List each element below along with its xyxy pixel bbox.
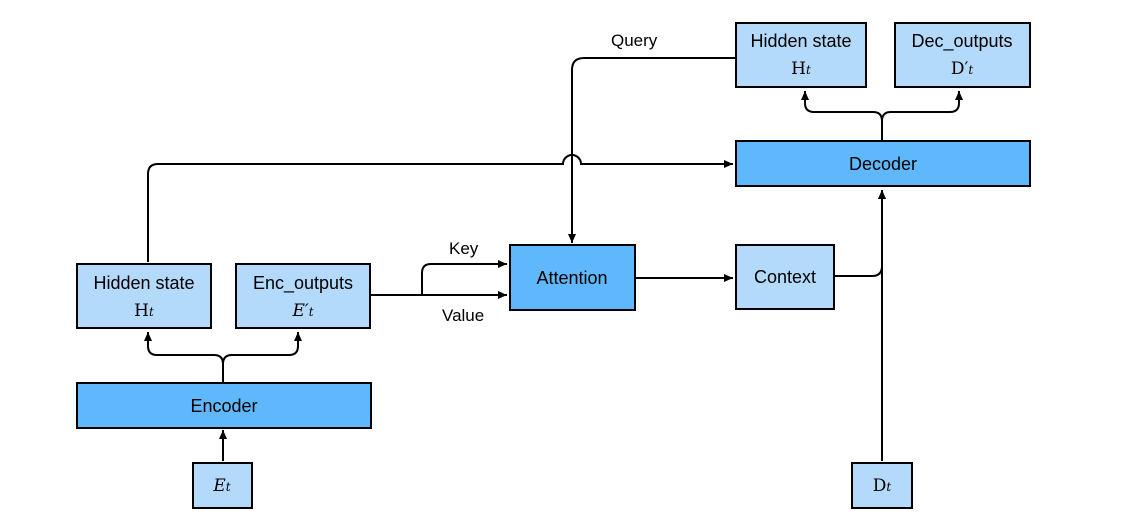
edge-context-to-decoder [835, 190, 886, 277]
decoder-box [735, 140, 1031, 187]
enc-hidden-state-box [76, 263, 212, 329]
dec-outputs-symbol: D′t [951, 59, 974, 79]
dec-input-symbol: Dt [873, 476, 892, 496]
enc-hidden-state-symbol: Ht [134, 301, 154, 321]
enc-input-symbol: Et [212, 476, 230, 496]
edge-decoder-to-dec-outputs [881, 91, 963, 122]
edge-enc-hidden-to-decoder [147, 154, 733, 262]
context-label: Context [754, 267, 816, 287]
query-label: Query [611, 31, 658, 50]
context-box [735, 244, 835, 310]
connectors [144, 57, 963, 461]
nodes [76, 22, 1031, 509]
dec-hidden-state-label: Hidden state [750, 31, 851, 51]
enc-outputs-box [235, 263, 371, 329]
decoder-label: Decoder [849, 154, 917, 174]
dec-outputs-label: Dec_outputs [911, 31, 1012, 52]
edge-encoder-to-enc-hidden [144, 332, 224, 383]
enc-input-box [192, 462, 253, 509]
edge-key [421, 260, 507, 295]
value-label: Value [442, 306, 484, 325]
dec-hidden-state-box [735, 22, 867, 88]
dec-hidden-state-symbol: Ht [791, 59, 811, 79]
key-label: Key [449, 239, 479, 258]
attention-box [509, 244, 636, 311]
edge-query [568, 57, 736, 243]
enc-outputs-label: Enc_outputs [253, 273, 353, 294]
enc-outputs-symbol: E′t [291, 301, 313, 321]
node-labels: Encoder Decoder Attention Context Hidden… [93, 31, 1012, 496]
encoder-box [76, 382, 372, 429]
dec-input-box [851, 462, 913, 509]
edge-encoder-to-enc-outputs [222, 332, 302, 365]
dec-outputs-box [894, 22, 1031, 88]
edge-labels: Query Key Value [442, 31, 658, 325]
attention-label: Attention [536, 268, 607, 288]
enc-hidden-state-label: Hidden state [93, 273, 194, 293]
encoder-label: Encoder [190, 396, 257, 416]
edge-decoder-to-dec-hidden [801, 91, 883, 141]
